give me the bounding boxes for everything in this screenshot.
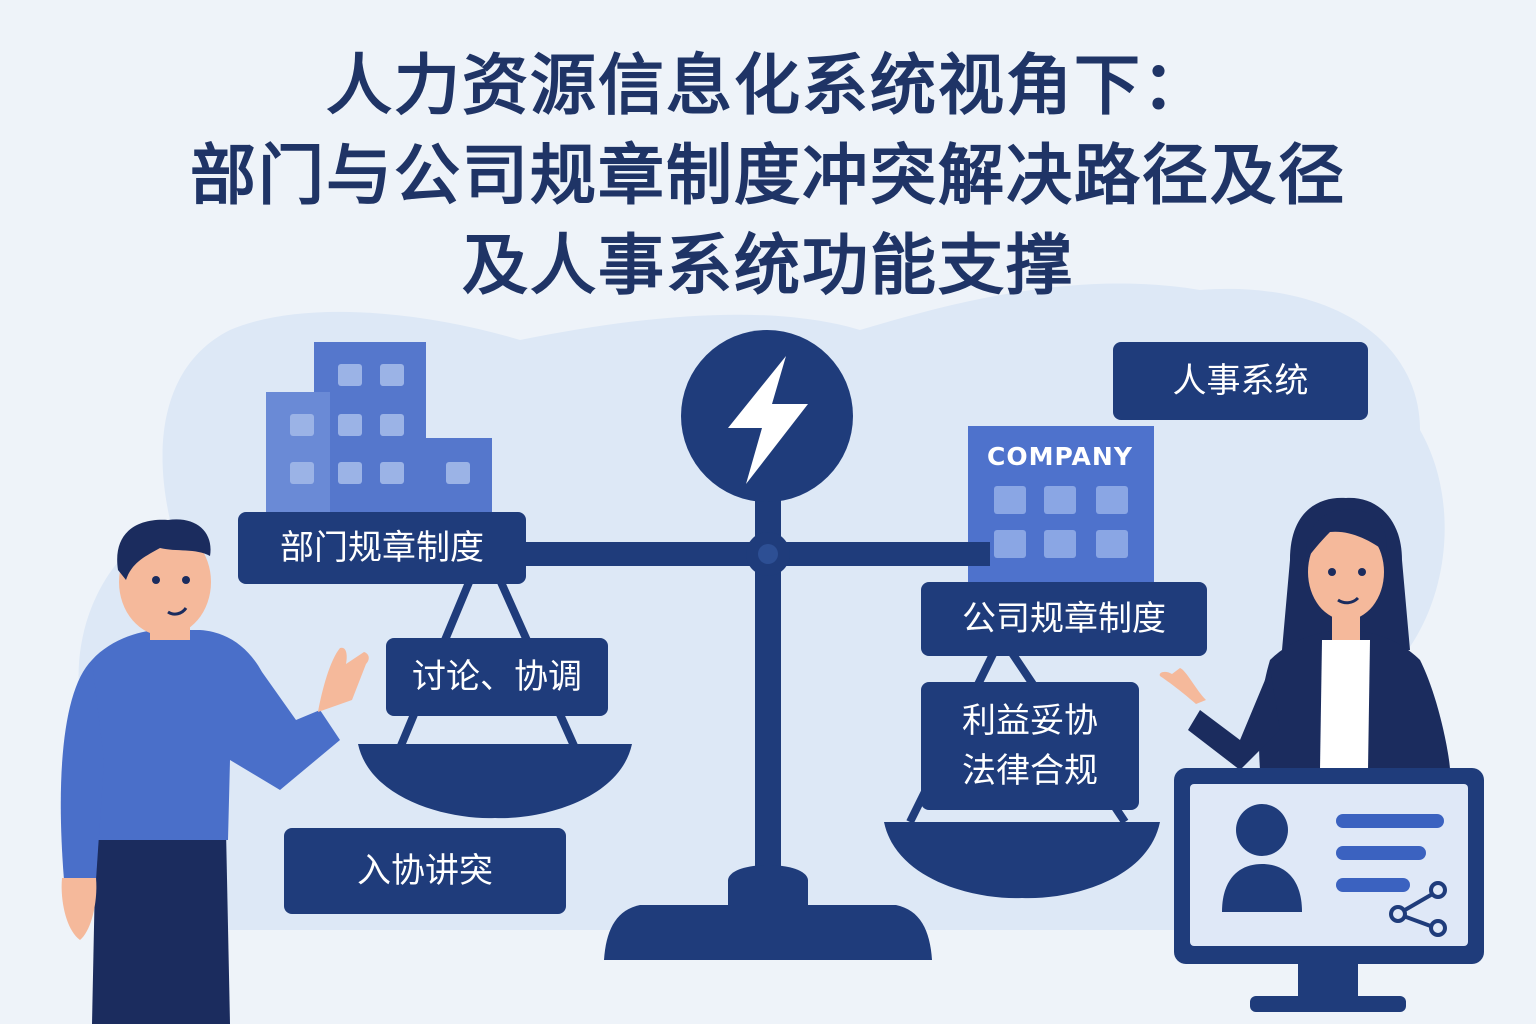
hr-system-label: 人事系统 xyxy=(1113,342,1368,420)
interests-line-2: 法律合规 xyxy=(962,751,1098,791)
dept-rules-label: 部门规章制度 xyxy=(238,512,526,584)
interests-compliance-label: 利益妥协 法律合规 xyxy=(921,682,1139,810)
conflict-label: 入协讲突 xyxy=(284,828,566,914)
balance-scale-icon xyxy=(358,480,1160,960)
woman-figure xyxy=(1159,497,1450,770)
building-icon xyxy=(266,342,492,520)
company-building-icon xyxy=(968,426,1154,586)
company-rules-label: 公司规章制度 xyxy=(921,582,1207,656)
title-line-2: 部门与公司规章制度冲突解决路径及径 xyxy=(190,137,1346,214)
company-sign: COMPANY xyxy=(987,441,1133,471)
title-line-3: 及人事系统功能支撑 xyxy=(462,227,1074,304)
user-profile-icon xyxy=(1222,804,1302,912)
network-icon xyxy=(1389,881,1447,937)
discuss-coordinate-label: 讨论、协调 xyxy=(386,638,608,716)
monitor-icon xyxy=(1174,768,1484,1012)
interests-line-1: 利益妥协 xyxy=(962,701,1098,741)
title-line-1: 人力资源信息化系统视角下： xyxy=(326,47,1210,124)
lightning-icon xyxy=(681,330,853,502)
man-figure xyxy=(60,519,369,1024)
